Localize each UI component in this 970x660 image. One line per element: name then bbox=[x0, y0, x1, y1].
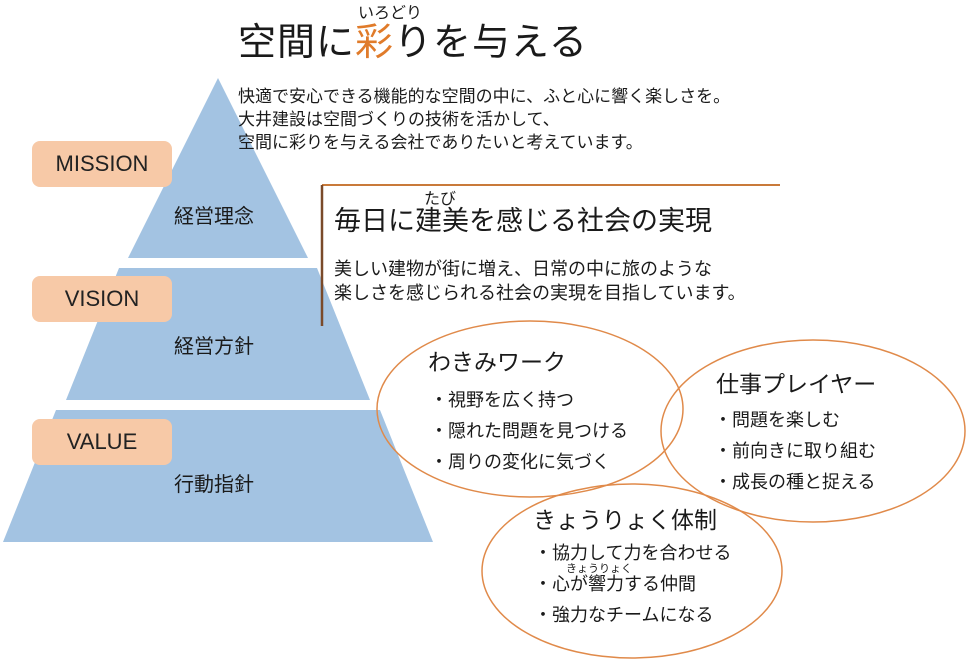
list-item: ・協力して力を合わせる bbox=[534, 543, 732, 564]
vision-body-line: 美しい建物が街に増え、日常の中に旅のような bbox=[334, 259, 712, 280]
tier-text-mission: 経営理念 bbox=[174, 204, 254, 228]
list-item: ・問題を楽しむ bbox=[714, 410, 840, 431]
title-part-2: りを与える bbox=[394, 20, 588, 64]
vision-title-ruby: たび bbox=[424, 189, 457, 208]
list-item: ・成長の種と捉える bbox=[714, 472, 876, 493]
list-item: ・前向きに取り組む bbox=[714, 441, 876, 462]
vision-title: 毎日に建美を感じる社会の実現 bbox=[334, 206, 712, 237]
title-ruby: いろどり bbox=[358, 3, 423, 22]
value-ruby-kyouryoku: きょうりょく bbox=[566, 562, 632, 575]
title-part-1: 空間に bbox=[238, 20, 356, 64]
page-title: 空間に彩りを与える bbox=[238, 18, 588, 66]
intro-line: 空間に彩りを与える会社でありたいと考えています。 bbox=[238, 133, 643, 153]
list-item: ・隠れた問題を見つける bbox=[430, 421, 628, 442]
label-mission: MISSION bbox=[32, 141, 172, 187]
label-vision: VISION bbox=[32, 276, 172, 322]
value-list-shigoto: ・問題を楽しむ ・前向きに取り組む ・成長の種と捉える bbox=[714, 405, 876, 498]
value-list-kyouryoku: ・協力して力を合わせる ・心が響力する仲間 ・強力なチームになる bbox=[534, 538, 731, 631]
value-title-kyouryoku: きょうりょく体制 bbox=[533, 508, 717, 534]
value-title-shigoto: 仕事プレイヤー bbox=[716, 372, 877, 398]
value-list-wakimi: ・視野を広く持つ ・隠れた問題を見つける ・周りの変化に気づく bbox=[430, 385, 628, 478]
pyramid-tier-mission bbox=[128, 78, 308, 258]
intro-text: 快適で安心できる機能的な空間の中に、ふと心に響く楽しさを。 大井建設は空間づくり… bbox=[238, 86, 730, 155]
title-accent: 彩 bbox=[355, 20, 395, 64]
value-title-wakimi: わきみワーク bbox=[428, 350, 566, 376]
list-item: ・周りの変化に気づく bbox=[430, 452, 610, 473]
value-circle-wakimi bbox=[376, 320, 684, 498]
label-value: VALUE bbox=[32, 419, 172, 465]
list-item: ・心が響力する仲間 bbox=[534, 574, 696, 595]
vision-body-line: 楽しさを感じられる社会の実現を目指しています。 bbox=[334, 283, 746, 304]
vision-body: 美しい建物が街に増え、日常の中に旅のような 楽しさを感じられる社会の実現を目指し… bbox=[334, 258, 746, 306]
tier-text-vision: 経営方針 bbox=[174, 334, 254, 358]
value-circle-kyouryoku bbox=[481, 483, 783, 659]
value-circle-shigoto bbox=[660, 339, 966, 523]
tier-text-value: 行動指針 bbox=[174, 472, 254, 496]
intro-line: 大井建設は空間づくりの技術を活かして、 bbox=[238, 110, 560, 130]
list-item: ・強力なチームになる bbox=[534, 605, 714, 626]
list-item: ・視野を広く持つ bbox=[430, 390, 574, 411]
intro-line: 快適で安心できる機能的な空間の中に、ふと心に響く楽しさを。 bbox=[238, 87, 731, 107]
